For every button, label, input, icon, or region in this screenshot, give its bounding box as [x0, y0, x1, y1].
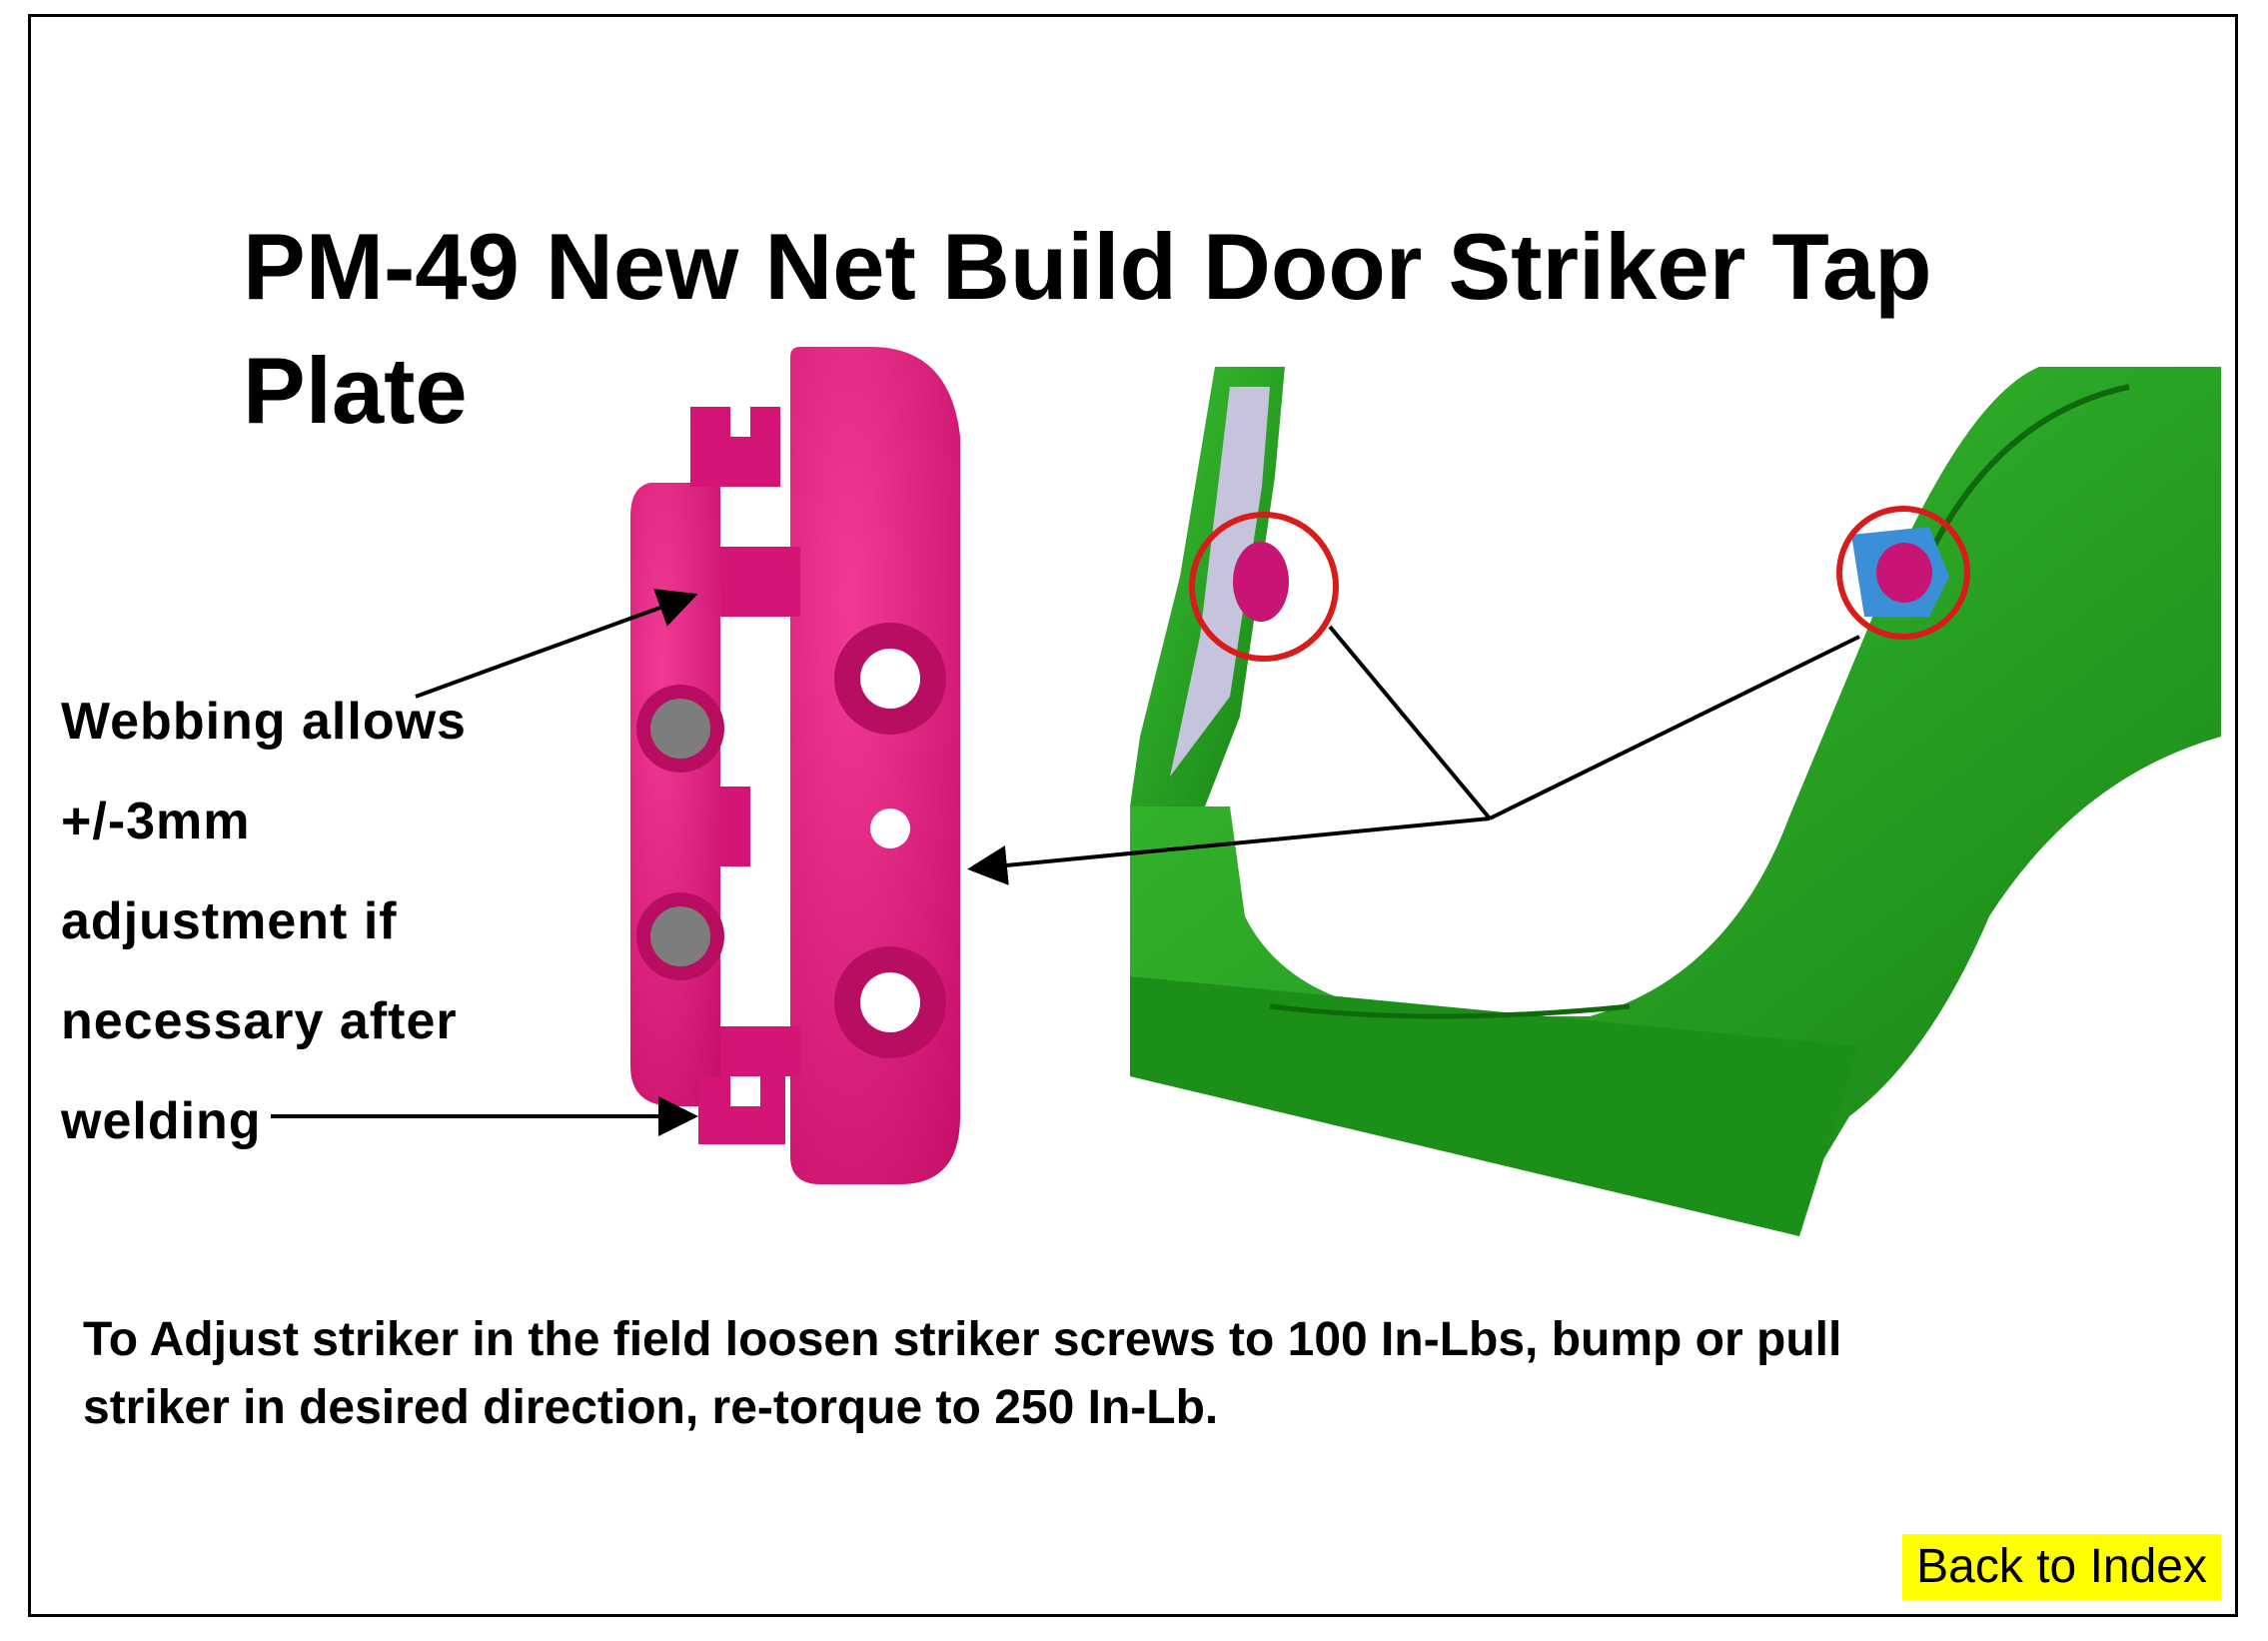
slide-title: PM-49 New Net Build Door Striker Tap Pla… [243, 214, 1932, 443]
instructions-line-2: striker in desired direction, re-torque … [83, 1381, 1219, 1434]
slide: PM-49 New Net Build Door Striker Tap Pla… [28, 14, 2238, 1617]
webbing-note-line-4: necessary after [61, 992, 458, 1050]
webbing-note-line-5: welding [61, 1092, 262, 1150]
webbing-note-line-3: adjustment if [61, 892, 398, 950]
instructions-line-1: To Adjust striker in the field loosen st… [83, 1313, 1842, 1366]
adjustment-instructions: To Adjust striker in the field loosen st… [83, 1306, 2181, 1442]
back-to-index-link[interactable]: Back to Index [1902, 1534, 2221, 1600]
illustration [271, 347, 2221, 1236]
callout-arrows [271, 589, 1860, 1136]
webbing-note-line-2: +/-3mm [61, 793, 251, 850]
vehicle-body-image [1130, 367, 2221, 1236]
tap-plate-image [630, 347, 960, 1184]
webbing-note-line-1: Webbing allows [61, 693, 467, 751]
